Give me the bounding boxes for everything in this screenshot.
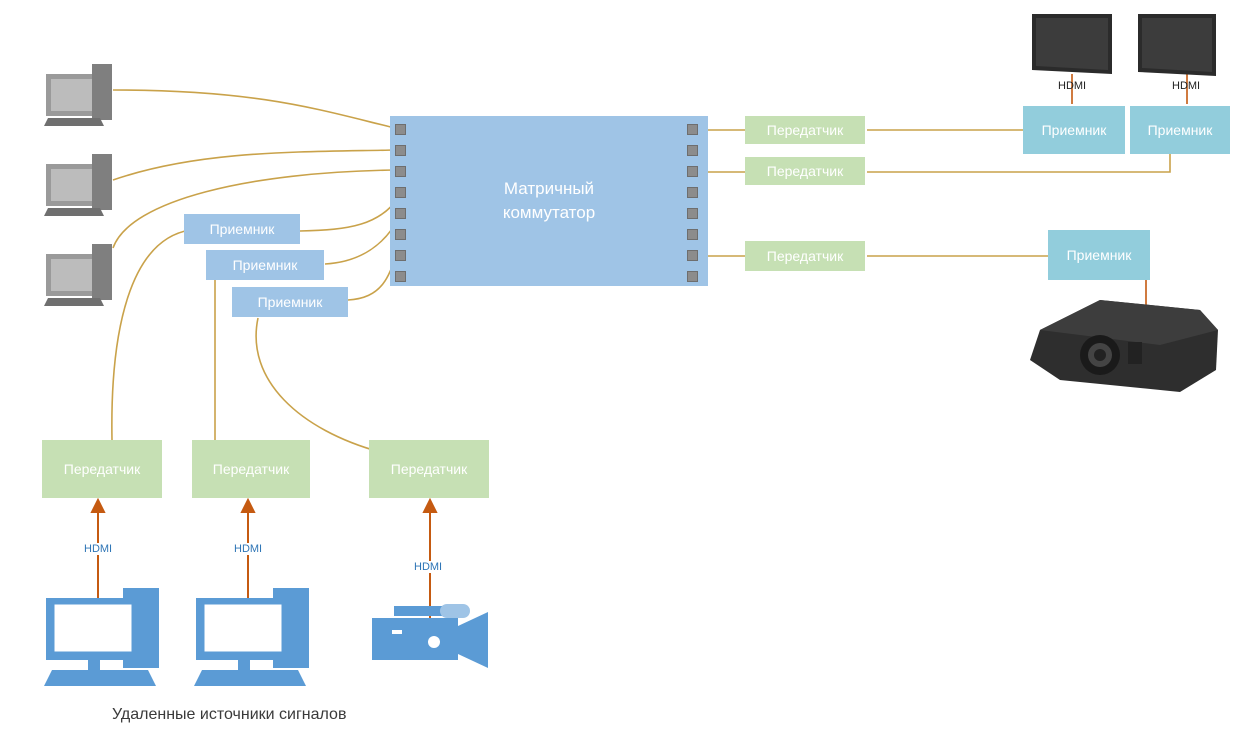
transmitter-remote-1: Передатчик <box>42 440 162 498</box>
desktop-computer-icon <box>44 64 112 126</box>
receiver-left-2: Приемник <box>206 250 324 280</box>
cable-pc2-matrix <box>112 149 396 181</box>
desktop-computer-icon <box>194 588 309 686</box>
hdmi-label-display1: HDMI <box>1058 80 1087 92</box>
port <box>687 250 698 261</box>
cable-tx3-rx3 <box>255 317 381 453</box>
matrix-title-line1: Матричный <box>503 179 595 198</box>
port <box>395 145 406 156</box>
monitor-icon <box>1032 14 1112 74</box>
port <box>687 166 698 177</box>
cable-tx1-rx1 <box>111 229 191 441</box>
hdmi-label-display2: HDMI <box>1172 80 1201 92</box>
remote-sources-caption: Удаленные источники сигналов <box>112 706 347 723</box>
port <box>395 124 406 135</box>
port <box>395 187 406 198</box>
hdmi-label-src3: HDMI <box>412 561 445 573</box>
desktop-computer-icon <box>44 588 159 686</box>
hdmi-label-src1: HDMI <box>82 543 115 555</box>
hdmi-label-src2: HDMI <box>232 543 265 555</box>
port <box>395 208 406 219</box>
receiver-left-3: Приемник <box>232 287 348 317</box>
port <box>687 271 698 282</box>
matrix-title-line2: коммутатор <box>502 203 596 222</box>
cable-pc3-matrix <box>112 169 396 249</box>
cable-tx-rx-display2 <box>867 154 1171 173</box>
receiver-display-1: Приемник <box>1023 106 1125 154</box>
receiver-left-1: Приемник <box>184 214 300 244</box>
cable-rx1-matrix <box>299 195 401 232</box>
port <box>687 187 698 198</box>
transmitter-right-2: Передатчик <box>745 157 865 185</box>
port <box>395 250 406 261</box>
receiver-display-2: Приемник <box>1130 106 1230 154</box>
transmitter-right-1: Передатчик <box>745 116 865 144</box>
port <box>687 229 698 240</box>
transmitter-remote-2: Передатчик <box>192 440 310 498</box>
desktop-computer-icon <box>44 154 112 216</box>
port <box>687 208 698 219</box>
transmitter-right-3: Передатчик <box>745 241 865 271</box>
matrix-switcher: Матричный коммутатор <box>390 116 708 286</box>
projector-icon <box>1030 300 1218 392</box>
port <box>395 271 406 282</box>
video-camera-icon <box>372 604 488 668</box>
receiver-projector: Приемник <box>1048 230 1150 280</box>
port <box>395 166 406 177</box>
port <box>687 145 698 156</box>
transmitter-remote-3: Передатчик <box>369 440 489 498</box>
cable-pc1-matrix <box>112 89 396 129</box>
monitor-icon <box>1138 14 1216 76</box>
port <box>687 124 698 135</box>
desktop-computer-icon <box>44 244 112 306</box>
port <box>395 229 406 240</box>
